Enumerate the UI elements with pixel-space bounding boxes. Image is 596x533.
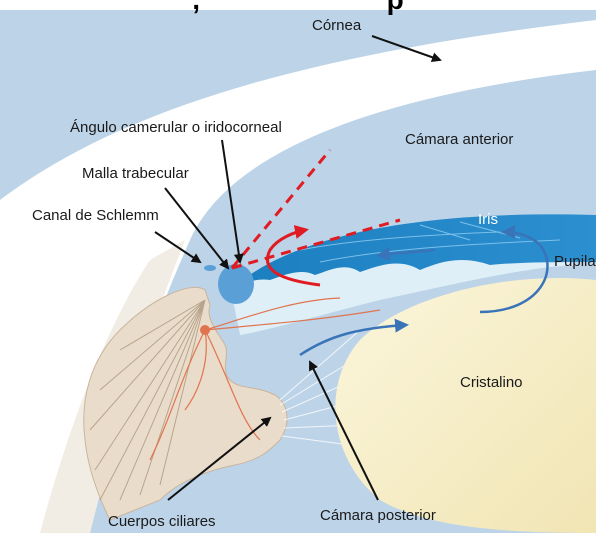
label-trabecular-mesh: Malla trabecular — [82, 166, 189, 181]
label-cornea: Córnea — [312, 18, 361, 33]
label-lens: Cristalino — [460, 375, 523, 390]
label-iris: Iris — [478, 212, 498, 227]
label-ciliary-bodies: Cuerpos ciliares — [108, 514, 216, 529]
label-angle: Ángulo camerular o iridocorneal — [70, 120, 282, 135]
trabecular-mesh — [218, 264, 254, 304]
label-anterior-chamber: Cámara anterior — [405, 132, 513, 147]
label-posterior-chamber: Cámara posterior — [320, 508, 436, 523]
vessel-node — [200, 325, 210, 335]
schlemm-canal — [204, 265, 216, 271]
label-schlemm-canal: Canal de Schlemm — [32, 208, 159, 223]
label-pupil: Pupila — [554, 254, 596, 269]
cropped-title: , p — [0, 0, 596, 14]
